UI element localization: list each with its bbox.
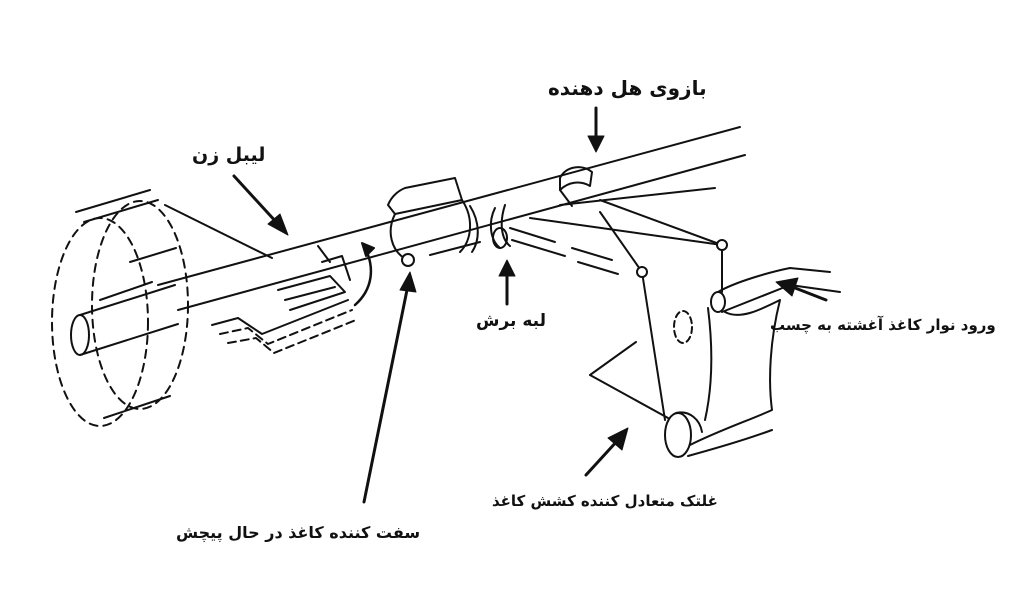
- main-shaft: [157, 126, 746, 311]
- label-winding-stiffener: سفت کننده کاغذ در حال پیچش: [176, 523, 421, 542]
- linkage: [401, 187, 728, 421]
- label-cutting-edge: لبه برش: [476, 311, 546, 331]
- rotation-arrow: [353, 242, 375, 307]
- label-glued-paper-entry: ورود نوار کاغذ آغشته به چسب: [770, 316, 996, 334]
- label-lever-arm: بازوی هل دهنده: [548, 76, 707, 100]
- labeler-assembly: [211, 245, 357, 354]
- drive-wheel: [51, 189, 189, 427]
- cutting-disc: [489, 204, 619, 275]
- callout-arrows: [232, 106, 828, 504]
- label-labeler: لیبل زن: [192, 144, 266, 166]
- label-tension-roller: غلتک متعادل کننده کشش کاغذ: [492, 492, 718, 510]
- paper-web: [589, 267, 841, 458]
- paper-sleeve: [387, 177, 481, 259]
- wheel-hub: [70, 281, 179, 356]
